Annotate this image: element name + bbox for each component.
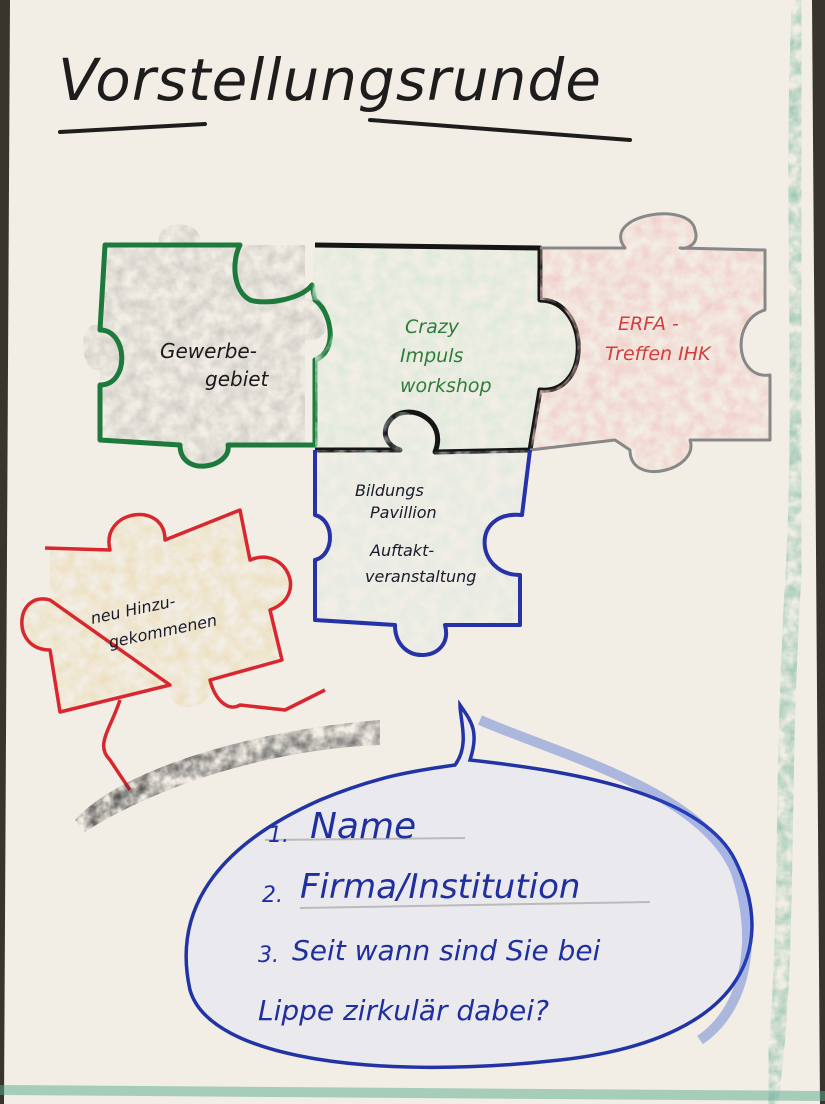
chart-title: Vorstellungsrunde <box>58 46 602 114</box>
item-text: Lippe zirkulär dabei? <box>258 994 549 1027</box>
item-number: 2. <box>262 883 283 908</box>
label-bildung: Bildungs Pavillion Auftakt- veranstaltun… <box>355 481 476 586</box>
puzzle-piece-bildung <box>313 411 532 657</box>
title-underline-left <box>58 122 207 134</box>
item-number: 1. <box>268 823 289 848</box>
label-line: Pavillion <box>370 503 437 522</box>
label-crazy: Crazy Impuls workshop <box>400 316 492 397</box>
shadow-stroke <box>75 720 380 832</box>
bubble-list: 1. Name 2. Firma/Institution 3. Seit wan… <box>258 806 601 1027</box>
item-text: Name <box>310 806 416 847</box>
label-line: Gewerbe- <box>160 339 257 363</box>
label-line: Impuls <box>400 345 463 367</box>
label-line: workshop <box>400 375 492 397</box>
label-line: gebiet <box>205 367 270 391</box>
item-text: Seit wann sind Sie bei <box>292 934 601 967</box>
speech-bubble <box>184 699 754 1070</box>
label-line: veranstaltung <box>365 567 476 586</box>
label-line: ERFA - <box>618 313 679 335</box>
title-underline-right <box>368 118 632 142</box>
puzzle-piece-erfa <box>529 212 772 474</box>
label-line: Crazy <box>405 316 460 338</box>
label-line: Bildungs <box>355 481 424 500</box>
puzzle-piece-neu <box>20 508 326 791</box>
item-number: 3. <box>258 943 279 968</box>
teal-border <box>762 0 808 1104</box>
item-text: Firma/Institution <box>300 867 580 907</box>
label-gewerbe: Gewerbe- gebiet <box>160 339 270 391</box>
label-erfa: ERFA - Treffen IHK <box>605 313 712 365</box>
label-line: Auftakt- <box>369 541 434 560</box>
label-line: Treffen IHK <box>605 343 712 365</box>
